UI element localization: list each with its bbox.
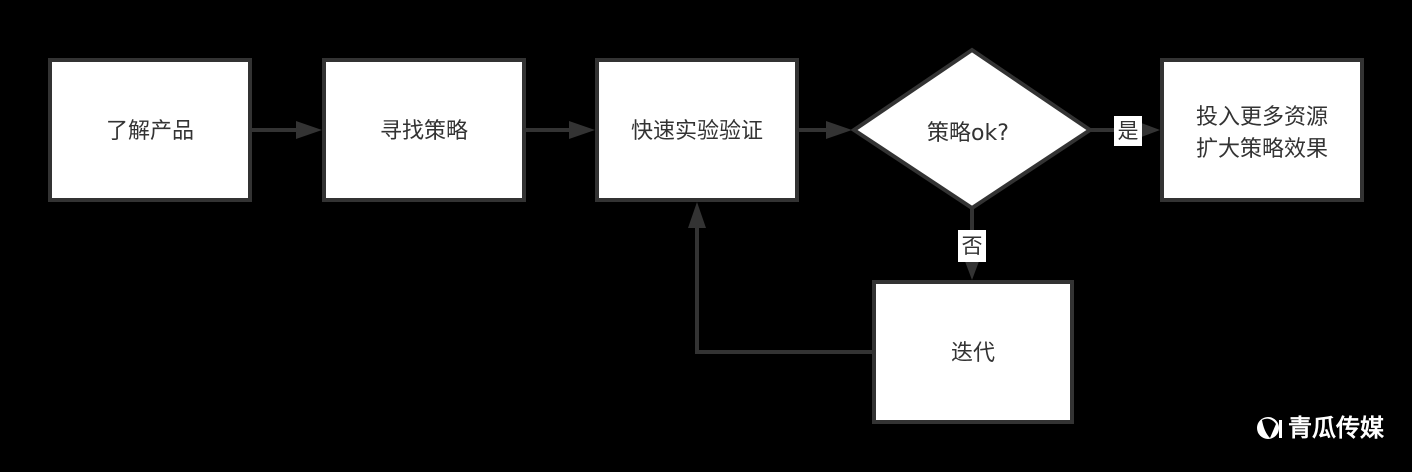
node-quick-test: 快速实验验证 bbox=[595, 58, 799, 202]
node-label: 策略ok? bbox=[927, 121, 1009, 146]
edge-iterate-to-test bbox=[688, 202, 872, 354]
watermark-text: 青瓜传媒 bbox=[1288, 414, 1385, 442]
node-label: 快速实验验证 bbox=[631, 119, 763, 144]
node-decision: 策略ok? bbox=[850, 47, 1094, 211]
edge-understand-to-find bbox=[251, 121, 322, 139]
node-label: 了解产品 bbox=[106, 119, 194, 144]
node-label-line2: 扩大策略效果 bbox=[1196, 137, 1328, 162]
watermark: 青瓜传媒 bbox=[1257, 414, 1385, 442]
edge-test-to-decision bbox=[798, 121, 852, 139]
edge-decision-no: 否 bbox=[958, 208, 986, 280]
bird-logo-icon bbox=[1257, 417, 1282, 439]
edge-decision-yes: 是 bbox=[1090, 116, 1160, 146]
node-label: 寻找策略 bbox=[380, 119, 468, 144]
node-label-line1: 投入更多资源 bbox=[1196, 105, 1328, 130]
node-understand-product: 了解产品 bbox=[48, 58, 252, 202]
node-find-strategy: 寻找策略 bbox=[322, 58, 526, 202]
edge-find-to-test bbox=[525, 121, 595, 139]
edge-label-no: 否 bbox=[962, 234, 983, 258]
node-label: 迭代 bbox=[951, 341, 995, 366]
node-iterate: 迭代 bbox=[872, 280, 1074, 424]
edge-label-yes: 是 bbox=[1118, 119, 1139, 143]
node-invest-more: 投入更多资源 扩大策略效果 bbox=[1160, 58, 1364, 202]
